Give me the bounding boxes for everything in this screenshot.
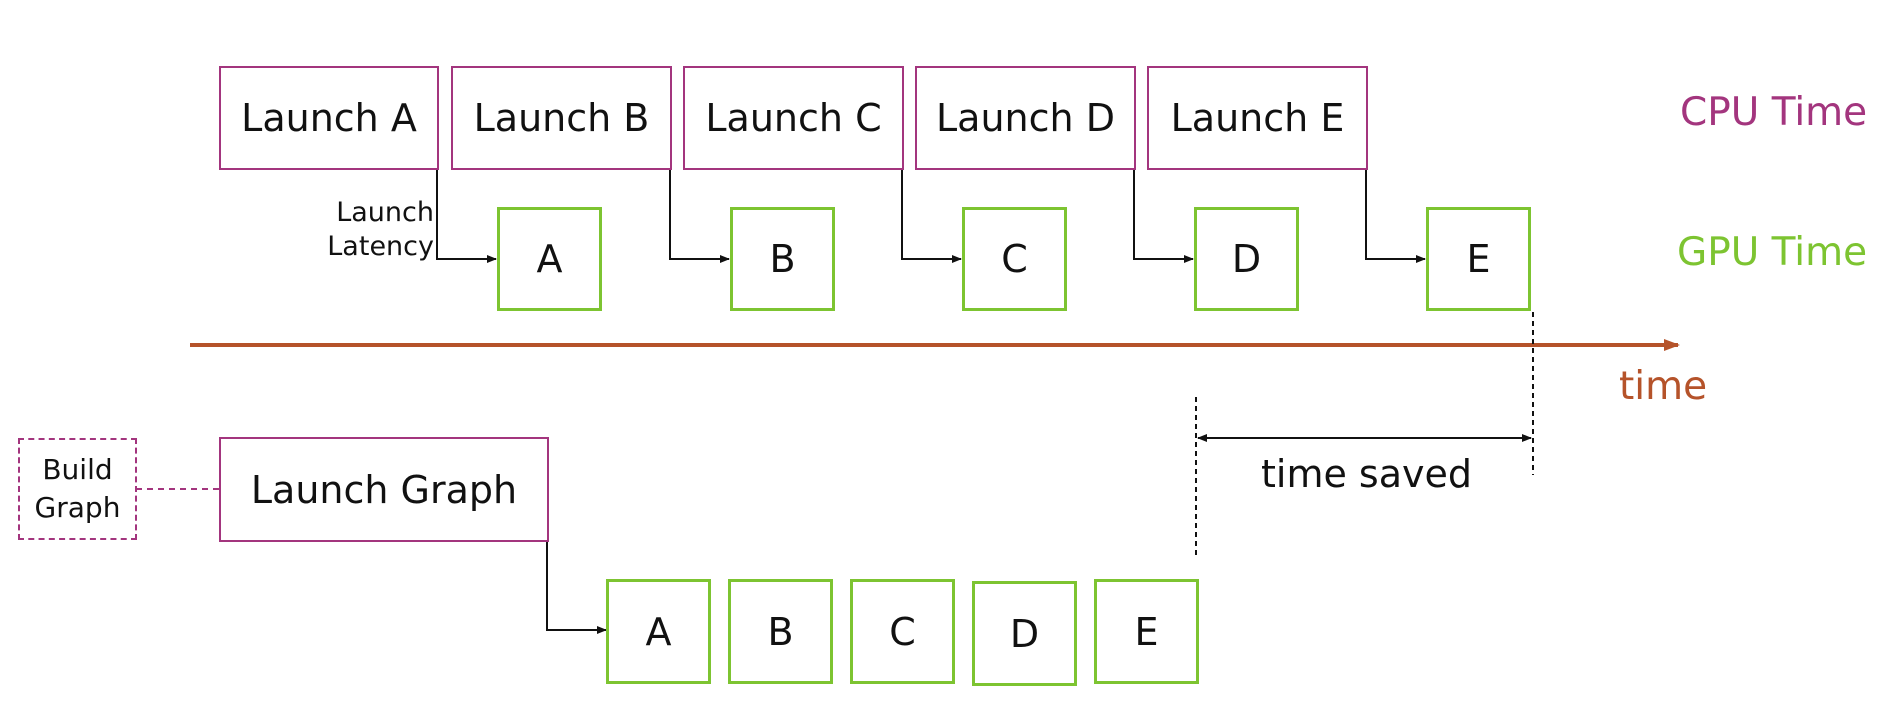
build-graph-line2: Graph xyxy=(34,491,121,524)
kernel-box-d: D xyxy=(1194,207,1299,311)
launch-connector-c xyxy=(901,170,962,263)
kernel-box-c-label: C xyxy=(1001,237,1028,281)
graph-kernel-box-d: D xyxy=(972,581,1077,686)
time-axis-label: time xyxy=(1619,364,1708,409)
graph-kernel-box-b: B xyxy=(728,579,833,684)
kernel-box-d-label: D xyxy=(1231,237,1262,281)
launch-latency-line2: Latency xyxy=(327,231,434,262)
launch-box-b: Launch B xyxy=(451,66,672,170)
launch-box-b-label: Launch B xyxy=(473,96,650,140)
launch-box-d: Launch D xyxy=(915,66,1136,170)
launch-graph-label: Launch Graph xyxy=(250,467,518,512)
launch-box-c: Launch C xyxy=(683,66,904,170)
graph-kernel-box-a-label: A xyxy=(645,609,672,654)
launch-connector-e xyxy=(1365,170,1426,263)
graph-kernel-box-d-label: D xyxy=(1009,611,1040,656)
launch-box-c-label: Launch C xyxy=(705,96,882,140)
graph-kernel-box-c: C xyxy=(850,579,955,684)
kernel-box-e: E xyxy=(1426,207,1531,311)
graph-launch-connector xyxy=(546,542,607,634)
graph-kernel-box-c-label: C xyxy=(889,609,916,654)
launch-box-a-label: Launch A xyxy=(241,96,417,140)
build-graph-box: Build Graph xyxy=(18,438,137,540)
launch-latency-line1: Launch xyxy=(336,197,434,228)
launch-box-e: Launch E xyxy=(1147,66,1368,170)
build-graph-line1: Build xyxy=(42,453,113,486)
launch-box-e-label: Launch E xyxy=(1170,96,1345,140)
launch-connector-b xyxy=(669,170,730,263)
time-saved-label: time saved xyxy=(1261,452,1473,496)
graph-kernel-box-a: A xyxy=(606,579,711,684)
graph-kernel-box-b-label: B xyxy=(767,609,794,654)
gpu-time-label: GPU Time xyxy=(1677,230,1868,275)
graph-kernel-box-e: E xyxy=(1094,579,1199,684)
launch-latency-label: Launch Latency xyxy=(300,196,434,264)
launch-box-a: Launch A xyxy=(219,66,439,170)
kernel-box-b: B xyxy=(730,207,835,311)
kernel-box-e-label: E xyxy=(1466,237,1491,281)
kernel-box-b-label: B xyxy=(769,237,796,281)
launch-graph-box: Launch Graph xyxy=(219,437,549,542)
launch-box-d-label: Launch D xyxy=(936,96,1115,140)
kernel-box-a-label: A xyxy=(536,237,563,281)
graph-kernel-box-e-label: E xyxy=(1134,609,1159,654)
launch-connector-d xyxy=(1133,170,1194,263)
cpu-time-label: CPU Time xyxy=(1680,90,1868,135)
kernel-box-c: C xyxy=(962,207,1067,311)
kernel-box-a: A xyxy=(497,207,602,311)
launch-connector-a xyxy=(436,170,497,263)
